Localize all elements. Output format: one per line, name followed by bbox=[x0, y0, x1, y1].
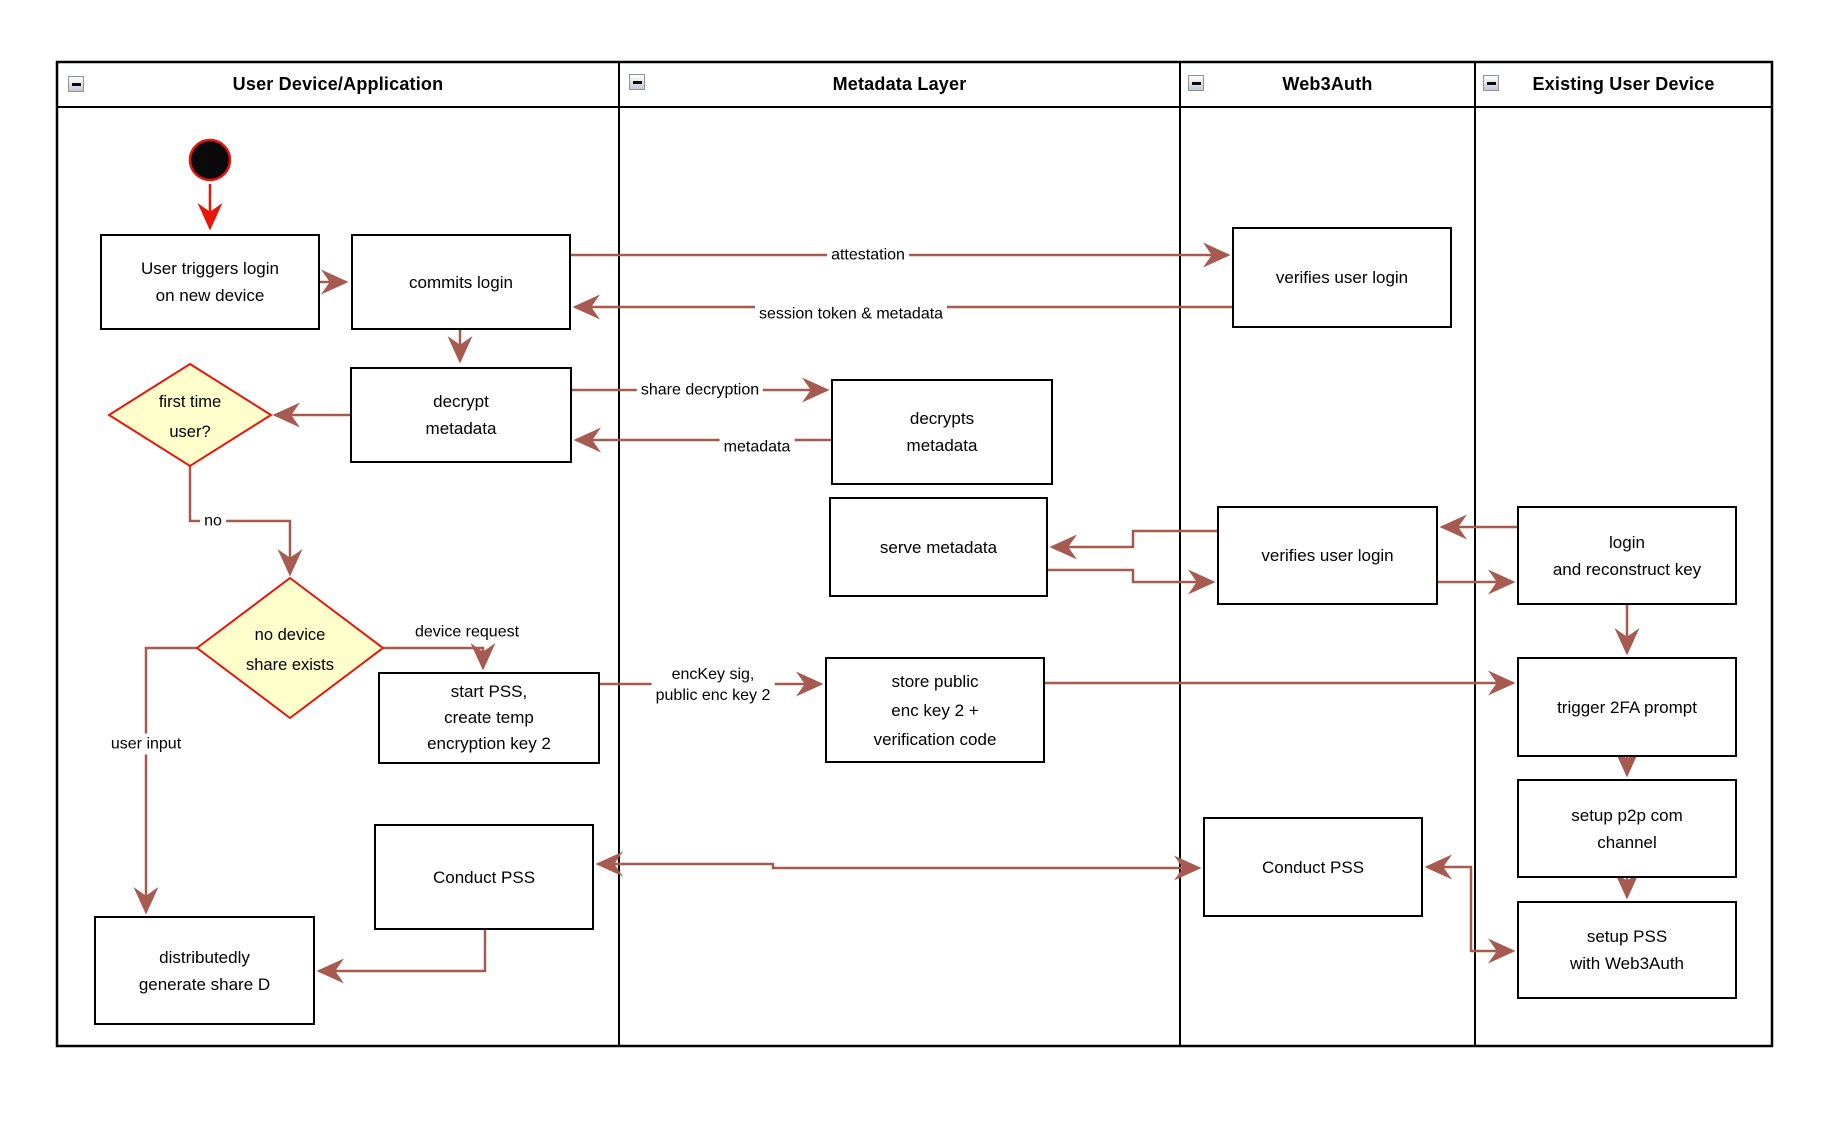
collapse-icon[interactable] bbox=[1188, 75, 1204, 91]
node-verifies-user-login-mid[interactable]: verifies user login bbox=[1217, 506, 1438, 605]
minus-icon bbox=[1486, 81, 1496, 85]
collapse-icon[interactable] bbox=[629, 74, 645, 90]
edge-conductpss-conductpss bbox=[595, 851, 1202, 881]
node-login-and-reconstruct-key[interactable]: login and reconstruct key bbox=[1517, 506, 1737, 605]
node-commits-login[interactable]: commits login bbox=[351, 234, 571, 330]
start-node[interactable] bbox=[188, 138, 232, 182]
node-setup-pss-web3auth[interactable]: setup PSS with Web3Auth bbox=[1517, 901, 1737, 999]
edge-user-input bbox=[133, 646, 197, 915]
lane-header-existing-device: Existing User Device bbox=[1475, 62, 1772, 107]
label-attestation: attestation bbox=[827, 244, 909, 266]
edge-setuppss-conductpss bbox=[1424, 854, 1516, 964]
node-decrypt-metadata[interactable]: decrypt metadata bbox=[350, 367, 572, 463]
node-verifies-user-login-top[interactable]: verifies user login bbox=[1232, 227, 1452, 328]
label-user-input: user input bbox=[106, 733, 186, 755]
minus-icon bbox=[632, 80, 642, 84]
label-enckey-sig: encKey sig, public enc key 2 bbox=[651, 664, 775, 706]
node-start-pss[interactable]: start PSS, create temp encryption key 2 bbox=[378, 672, 600, 764]
label-metadata: metadata bbox=[719, 436, 795, 458]
lane-title: Web3Auth bbox=[1282, 74, 1373, 94]
decision-first-time-user-shape[interactable] bbox=[107, 362, 273, 468]
label-share-decryption: share decryption bbox=[636, 379, 764, 401]
label-session-token: session token & metadata bbox=[754, 303, 948, 325]
node-distributedly-generate-share[interactable]: distributedly generate share D bbox=[94, 916, 315, 1025]
lane-header-user-device: User Device/Application bbox=[57, 62, 619, 107]
edge-verifies-to-serve bbox=[1049, 529, 1217, 560]
lane-header-metadata-layer: Metadata Layer bbox=[619, 62, 1180, 107]
node-store-public-enc-key[interactable]: store public enc key 2 + verification co… bbox=[825, 657, 1045, 763]
collapse-icon[interactable] bbox=[68, 76, 84, 92]
label-no: no bbox=[200, 510, 226, 532]
decision-no-device-share-label: no device share exists bbox=[245, 626, 335, 674]
decision-first-time-user-label: first time user? bbox=[158, 393, 222, 441]
label-device-request: device request bbox=[414, 623, 520, 641]
minus-icon bbox=[71, 82, 81, 86]
lane-title: User Device/Application bbox=[232, 74, 444, 94]
node-conduct-pss-user-device[interactable]: Conduct PSS bbox=[374, 824, 594, 930]
pool-frame bbox=[55, 60, 1774, 1048]
node-serve-metadata[interactable]: serve metadata bbox=[829, 497, 1048, 597]
lane-title: Existing User Device bbox=[1532, 74, 1715, 94]
edge-conductpss-to-share bbox=[316, 930, 487, 984]
minus-icon bbox=[1191, 81, 1201, 85]
decision-no-device-share-shape[interactable] bbox=[195, 576, 385, 720]
node-user-triggers-login[interactable]: User triggers login on new device bbox=[100, 234, 320, 330]
lane-title: Metadata Layer bbox=[832, 74, 967, 94]
node-conduct-pss-web3auth[interactable]: Conduct PSS bbox=[1203, 817, 1423, 917]
edge-no-branch bbox=[188, 466, 303, 577]
edge-device-request bbox=[383, 643, 496, 671]
lane-header-web3auth: Web3Auth bbox=[1180, 62, 1475, 107]
node-decrypts-metadata[interactable]: decrypts metadata bbox=[831, 379, 1053, 485]
collapse-icon[interactable] bbox=[1483, 75, 1499, 91]
node-setup-p2p-channel[interactable]: setup p2p com channel bbox=[1517, 779, 1737, 878]
edge-serve-to-verifies bbox=[1048, 568, 1216, 595]
node-trigger-2fa-prompt[interactable]: trigger 2FA prompt bbox=[1517, 657, 1737, 757]
